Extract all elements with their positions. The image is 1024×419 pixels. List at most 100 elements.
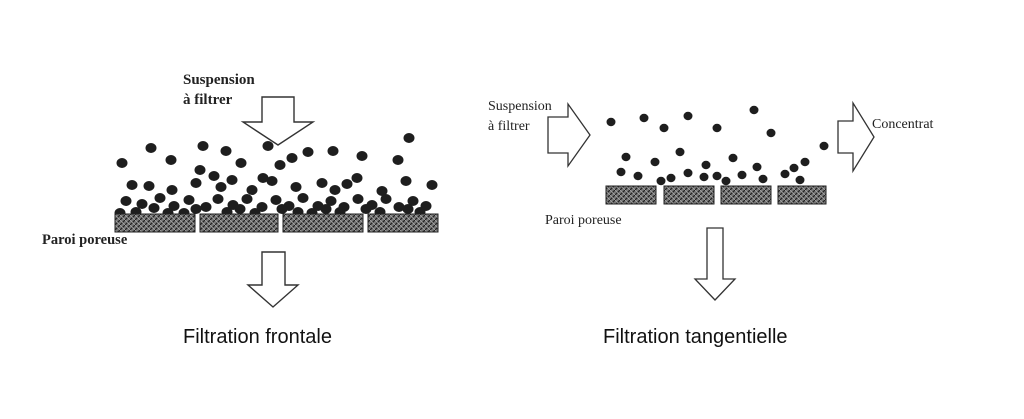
particle	[360, 204, 372, 214]
tangential-particles	[606, 105, 829, 186]
particle	[143, 181, 155, 191]
particle	[656, 176, 666, 186]
particle	[683, 168, 693, 178]
particle	[737, 170, 747, 180]
particle	[256, 202, 268, 212]
frontal-input-label-line1: Suspension	[183, 72, 255, 88]
frontal-porous-wall	[114, 213, 439, 233]
particle	[234, 204, 246, 214]
particle	[721, 176, 731, 186]
particle	[407, 196, 419, 206]
particle	[341, 179, 353, 189]
particle	[145, 143, 157, 153]
particle	[126, 180, 138, 190]
particle	[650, 157, 660, 167]
particle	[621, 152, 631, 162]
particle	[800, 157, 810, 167]
particle	[297, 193, 309, 203]
particle	[302, 147, 314, 157]
frontal-caption: Filtration frontale	[183, 326, 332, 348]
particle	[400, 176, 412, 186]
particle	[183, 195, 195, 205]
particle	[758, 174, 768, 184]
particle	[200, 202, 212, 212]
particle	[197, 141, 209, 151]
particle	[208, 171, 220, 181]
particle	[683, 111, 693, 121]
particle	[639, 113, 649, 123]
particle	[351, 173, 363, 183]
tangential-caption: Filtration tangentielle	[603, 326, 788, 348]
particle	[215, 182, 227, 192]
particle	[780, 169, 790, 179]
particle	[766, 128, 776, 138]
particle	[795, 175, 805, 185]
particle	[819, 141, 829, 151]
frontal-input-label-line2: à filtrer	[183, 92, 233, 108]
particle	[165, 155, 177, 165]
particle	[789, 163, 799, 173]
particle	[136, 199, 148, 209]
particle	[402, 204, 414, 214]
frontal-permeate-arrow-icon	[246, 251, 300, 308]
particle	[276, 204, 288, 214]
particle	[752, 162, 762, 172]
frontal-membrane-label: Paroi poreuse	[42, 232, 128, 248]
particle	[190, 178, 202, 188]
frontal-input-arrow-icon	[240, 96, 316, 146]
particle	[166, 185, 178, 195]
tangential-porous-wall	[605, 185, 827, 205]
particle	[168, 201, 180, 211]
particle	[274, 160, 286, 170]
particle	[352, 194, 364, 204]
tangential-input-label-line2: à filtrer	[488, 119, 530, 134]
particle	[749, 105, 759, 115]
particle	[356, 151, 368, 161]
particle	[659, 123, 669, 133]
particle	[633, 171, 643, 181]
particle	[290, 182, 302, 192]
particle	[320, 204, 332, 214]
tangential-panel: Suspension à filtrer Concentrat Paroi po…	[488, 99, 934, 348]
particle	[426, 180, 438, 190]
particle	[246, 185, 258, 195]
tangential-input-arrow-icon	[547, 101, 591, 169]
particle	[606, 117, 616, 127]
particle	[666, 173, 676, 183]
particle	[329, 185, 341, 195]
particle	[148, 203, 160, 213]
tangential-membrane-label: Paroi poreuse	[545, 213, 622, 228]
particle	[699, 172, 709, 182]
particle	[262, 141, 274, 151]
particle	[116, 158, 128, 168]
particle	[120, 196, 132, 206]
particle	[701, 160, 711, 170]
particle	[712, 171, 722, 181]
particle	[616, 167, 626, 177]
particle	[241, 194, 253, 204]
tangential-input-label-line1: Suspension	[488, 99, 552, 114]
particle	[226, 175, 238, 185]
particle	[286, 153, 298, 163]
tangential-output-label: Concentrat	[872, 117, 934, 132]
particle	[376, 186, 388, 196]
tangential-permeate-arrow-icon	[693, 227, 737, 301]
particle	[403, 133, 415, 143]
particle	[393, 202, 405, 212]
particle	[257, 173, 269, 183]
particle	[712, 123, 722, 133]
particle	[325, 196, 337, 206]
particle	[154, 193, 166, 203]
particle	[327, 146, 339, 156]
particle	[392, 155, 404, 165]
particle	[235, 158, 247, 168]
particle	[220, 146, 232, 156]
tangential-concentrate-arrow-icon	[837, 100, 875, 174]
particle	[190, 204, 202, 214]
particle	[380, 194, 392, 204]
particle	[270, 195, 282, 205]
particle	[728, 153, 738, 163]
particle	[212, 194, 224, 204]
frontal-panel: Suspension à filtrer Paroi poreuse Filtr…	[42, 72, 439, 348]
